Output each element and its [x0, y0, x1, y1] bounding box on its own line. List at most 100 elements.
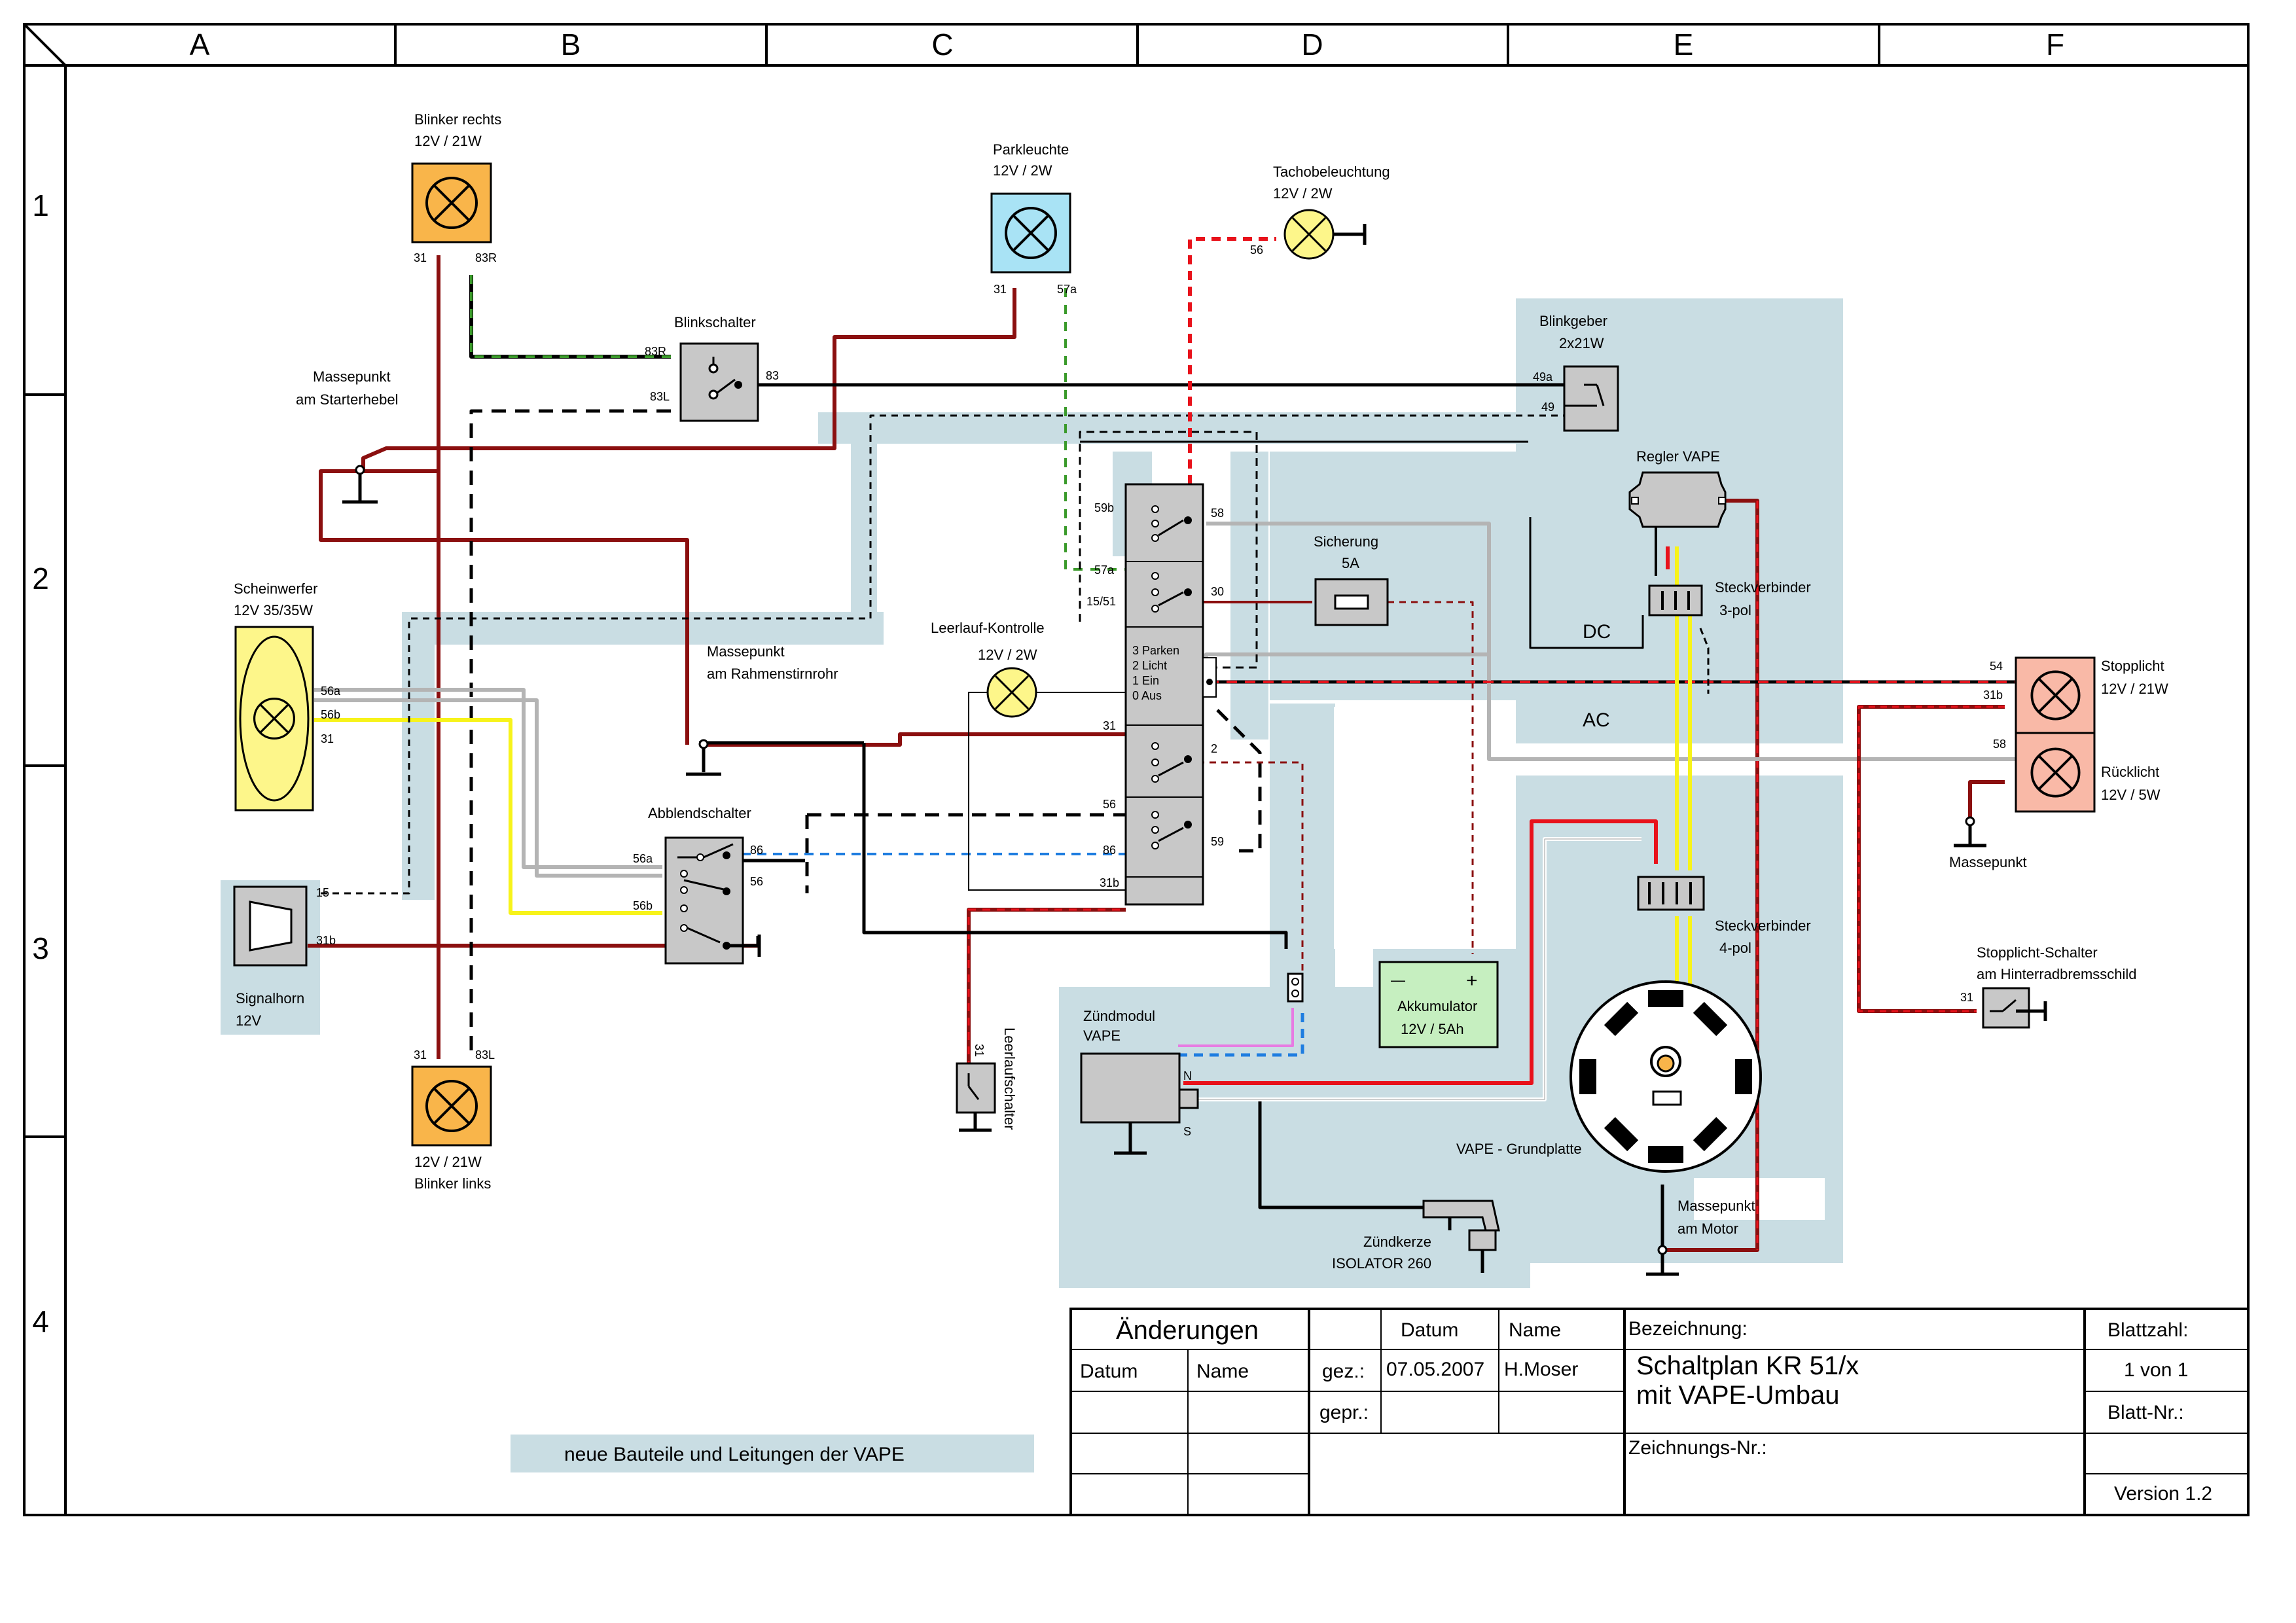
svg-text:Stopplicht: Stopplicht — [2101, 658, 2164, 674]
svg-text:am Rahmenstirnrohr: am Rahmenstirnrohr — [707, 666, 838, 682]
ac-label: AC — [1583, 709, 1610, 731]
svg-text:Scheinwerfer: Scheinwerfer — [234, 580, 317, 597]
tb-aenderungen: Änderungen — [1116, 1316, 1259, 1345]
svg-text:58: 58 — [1211, 507, 1224, 520]
svg-text:Parkleuchte: Parkleuchte — [993, 141, 1069, 158]
svg-text:Massepunkt: Massepunkt — [707, 643, 785, 660]
vape-region-legend — [511, 1435, 1034, 1472]
svg-text:Blinkschalter: Blinkschalter — [674, 314, 756, 330]
svg-text:12V / 5W: 12V / 5W — [2101, 787, 2161, 803]
svg-text:Massepunkt: Massepunkt — [313, 368, 391, 385]
tb-gez-label: gez.: — [1322, 1361, 1365, 1382]
tb-blattzahl-value: 1 von 1 — [2124, 1359, 2188, 1381]
svg-text:31: 31 — [973, 1044, 986, 1057]
row-label-1: 1 — [32, 188, 49, 223]
svg-text:83: 83 — [766, 369, 779, 382]
col-label-c: C — [931, 27, 953, 62]
svg-text:31: 31 — [414, 251, 427, 264]
svg-text:3 Parken: 3 Parken — [1132, 644, 1179, 657]
zuendschloss: 59b 57a 15/51 31 56 86 31b 58 30 2 59 3 … — [1086, 483, 1224, 906]
svg-text:12V / 21W: 12V / 21W — [2101, 681, 2168, 697]
tb-blattzahl-label: Blattzahl: — [2108, 1319, 2188, 1341]
svg-text:Regler VAPE: Regler VAPE — [1636, 448, 1720, 465]
row-label-4: 4 — [32, 1304, 49, 1338]
stopplicht-schalter: Stopplicht-Schalter am Hinterradbremssch… — [1960, 944, 2137, 1029]
tb-datum-head: Datum — [1401, 1319, 1458, 1341]
svg-text:1 Ein: 1 Ein — [1132, 674, 1159, 687]
row-label-3: 3 — [32, 931, 49, 965]
svg-text:2 Licht: 2 Licht — [1132, 659, 1167, 672]
signalhorn: 15 31b Signalhorn 12V — [233, 885, 336, 1029]
tb-bezeichnung-2: mit VAPE-Umbau — [1636, 1381, 1839, 1410]
vape-regions — [221, 298, 1843, 1472]
svg-text:am Hinterradbremsschild: am Hinterradbremsschild — [1977, 966, 2137, 982]
svg-text:+: + — [1466, 970, 1478, 991]
tb-gepr-label: gepr.: — [1319, 1402, 1369, 1423]
svg-text:Rücklicht: Rücklicht — [2101, 764, 2159, 780]
svg-text:83R: 83R — [475, 251, 497, 264]
col-label-f: F — [2046, 27, 2064, 62]
svg-text:56: 56 — [750, 875, 763, 888]
tb-zeichnungs-label: Zeichnungs-Nr.: — [1628, 1437, 1767, 1459]
tb-bezeichnung-label: Bezeichnung: — [1628, 1318, 1748, 1340]
blinker-rechts: Blinker rechts 12V / 21W 31 83R — [411, 111, 501, 264]
title-block — [1069, 1308, 2250, 1516]
svg-text:N: N — [1183, 1069, 1192, 1082]
akkumulator: — + Akkumulator 12V / 5Ah — [1378, 961, 1499, 1048]
svg-text:12V / 5Ah: 12V / 5Ah — [1401, 1021, 1464, 1037]
svg-text:Blinker links: Blinker links — [414, 1175, 491, 1192]
tb-gez-date: 07.05.2007 — [1386, 1359, 1484, 1380]
svg-text:57a: 57a — [1094, 563, 1115, 577]
svg-text:Zündkerze: Zündkerze — [1363, 1234, 1431, 1250]
svg-text:Signalhorn: Signalhorn — [236, 990, 304, 1007]
svg-text:Blinkgeber: Blinkgeber — [1539, 313, 1607, 329]
masse-motor: Massepunkt am Motor — [1646, 1198, 1755, 1276]
regler-vape: Regler VAPE — [1628, 448, 1727, 576]
svg-text:Tachobeleuchtung: Tachobeleuchtung — [1273, 164, 1390, 180]
svg-text:12V: 12V — [236, 1012, 261, 1029]
svg-text:Massepunkt: Massepunkt — [1677, 1198, 1755, 1214]
svg-text:12V / 2W: 12V / 2W — [1273, 185, 1333, 202]
vape-region-mid — [1270, 452, 1518, 700]
svg-text:12V / 2W: 12V / 2W — [993, 162, 1052, 179]
svg-text:86: 86 — [750, 844, 763, 857]
svg-text:83R: 83R — [645, 345, 666, 358]
svg-text:Sicherung: Sicherung — [1314, 533, 1378, 550]
svg-text:12V / 21W: 12V / 21W — [414, 1154, 482, 1170]
svg-text:31: 31 — [414, 1048, 427, 1061]
vape-region-switch — [1270, 704, 1335, 1005]
svg-text:Leerlauf-Kontrolle: Leerlauf-Kontrolle — [931, 620, 1045, 636]
abblendschalter: Abblendschalter 56a 56b 86 56 — [633, 805, 763, 965]
tb-version: Version 1.2 — [2114, 1483, 2212, 1505]
leerlaufschalter: Leerlaufschalter 31 — [956, 1027, 1018, 1132]
svg-text:59b: 59b — [1094, 501, 1114, 514]
svg-text:12V / 21W: 12V / 21W — [414, 133, 482, 149]
svg-text:54: 54 — [1990, 660, 2003, 673]
masse-rahmenstirnrohr: Massepunkt am Rahmenstirnrohr — [686, 643, 838, 776]
svg-text:Blinker rechts: Blinker rechts — [414, 111, 501, 128]
svg-text:31: 31 — [994, 283, 1007, 296]
masse-hinten: Massepunkt — [1949, 816, 2027, 870]
sicherung: Sicherung 5A — [1314, 533, 1389, 626]
svg-text:86: 86 — [1103, 844, 1116, 857]
svg-text:15/51: 15/51 — [1086, 595, 1116, 608]
blinkgeber: Blinkgeber 2x21W 49a 49 — [1533, 313, 1619, 432]
svg-text:2: 2 — [1211, 742, 1217, 755]
svg-text:83L: 83L — [650, 390, 670, 403]
svg-text:0 Aus: 0 Aus — [1132, 689, 1162, 702]
svg-text:S: S — [1183, 1125, 1191, 1138]
svg-text:58: 58 — [1993, 738, 2006, 751]
svg-text:Akkumulator: Akkumulator — [1397, 998, 1477, 1014]
svg-text:am Motor: am Motor — [1677, 1221, 1738, 1237]
svg-text:15: 15 — [316, 886, 329, 899]
tb-name-col: Name — [1196, 1361, 1249, 1382]
masse-starterhebel: Massepunkt am Starterhebel — [296, 368, 399, 504]
steckverbinder-4pol: Steckverbinder 4-pol — [1637, 876, 1811, 956]
svg-text:57a: 57a — [1057, 283, 1077, 296]
svg-text:3-pol: 3-pol — [1719, 602, 1751, 618]
col-label-a: A — [190, 27, 210, 62]
leerlauf-kontrolle: Leerlauf-Kontrolle 12V / 2W — [931, 620, 1126, 891]
svg-text:2x21W: 2x21W — [1559, 335, 1604, 351]
dc-label: DC — [1583, 621, 1611, 643]
svg-text:am Starterhebel: am Starterhebel — [296, 391, 399, 408]
